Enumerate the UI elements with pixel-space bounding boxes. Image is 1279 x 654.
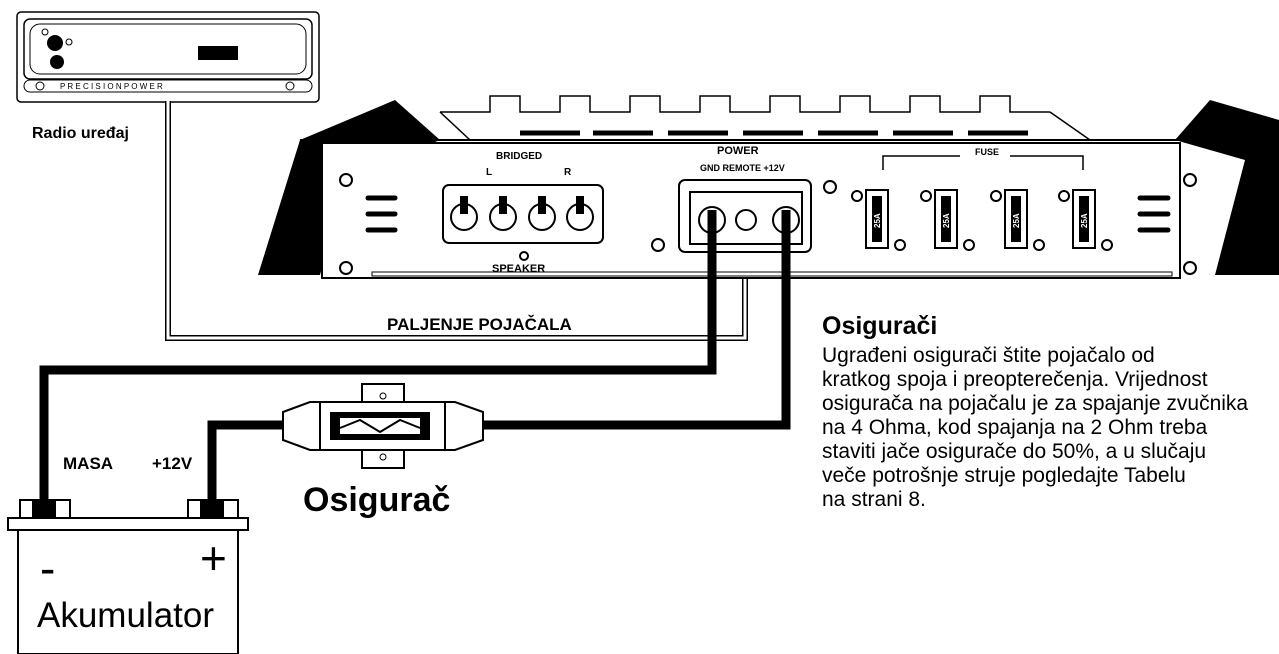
note-line: osigurača na pojačalu je za spajanje zvu… — [822, 392, 1249, 415]
note-line: kratkog spoja i preopterečenja. Vrijedno… — [822, 368, 1208, 391]
ground-cable — [39, 210, 717, 500]
note-body: Ugrađeni osigurači štite pojačalo od kra… — [822, 344, 1279, 512]
power-terminals-label: GND REMOTE +12V — [700, 163, 785, 173]
radio-brand-text: P R E C I S I O N P O W E R — [60, 82, 163, 91]
fuse-rating-label: 25A — [1012, 213, 1021, 228]
amplifier — [258, 95, 1279, 279]
battery — [7, 499, 249, 654]
radio-label: Radio uređaj — [32, 125, 129, 142]
note-line: staviti jače osigurače do 50%, a u sluča… — [822, 440, 1207, 463]
fuse-header-label: FUSE — [975, 147, 1000, 157]
note-line: na strani 8. — [822, 488, 926, 511]
note-line: veče potrošnje struje pogledajte Tabelu — [822, 464, 1186, 487]
bridged-label: BRIDGED — [496, 151, 543, 162]
inline-fuse — [282, 383, 484, 469]
power-label: POWER — [717, 145, 759, 157]
note-line: na 4 Ohma, kod spajanja na 2 Ohm treba — [822, 416, 1208, 439]
note-title: Osigurači — [822, 312, 938, 340]
fuse-rating-label: 25A — [942, 213, 951, 228]
power-cable — [475, 210, 791, 430]
ignition-label: PALJENJE POJAČALA — [387, 315, 572, 334]
speaker-left-label: L — [486, 167, 493, 178]
battery-label: Akumulator — [37, 596, 215, 635]
fuse-rating-label: 25A — [873, 213, 882, 228]
ground-label: MASA — [63, 454, 114, 473]
battery-minus-label: - — [40, 542, 56, 594]
note-line: Ugrađeni osigurači štite pojačalo od — [822, 344, 1155, 367]
battery-plus-label: + — [200, 532, 227, 584]
plus12v-label: +12V — [152, 454, 193, 473]
speaker-label: SPEAKER — [492, 263, 546, 275]
radio-head-unit: P R E C I S I O N P O W E R — [16, 11, 320, 103]
speaker-right-label: R — [564, 167, 572, 178]
inline-fuse-label: Osigurač — [303, 481, 451, 519]
fuse-rating-label: 25A — [1080, 213, 1089, 228]
